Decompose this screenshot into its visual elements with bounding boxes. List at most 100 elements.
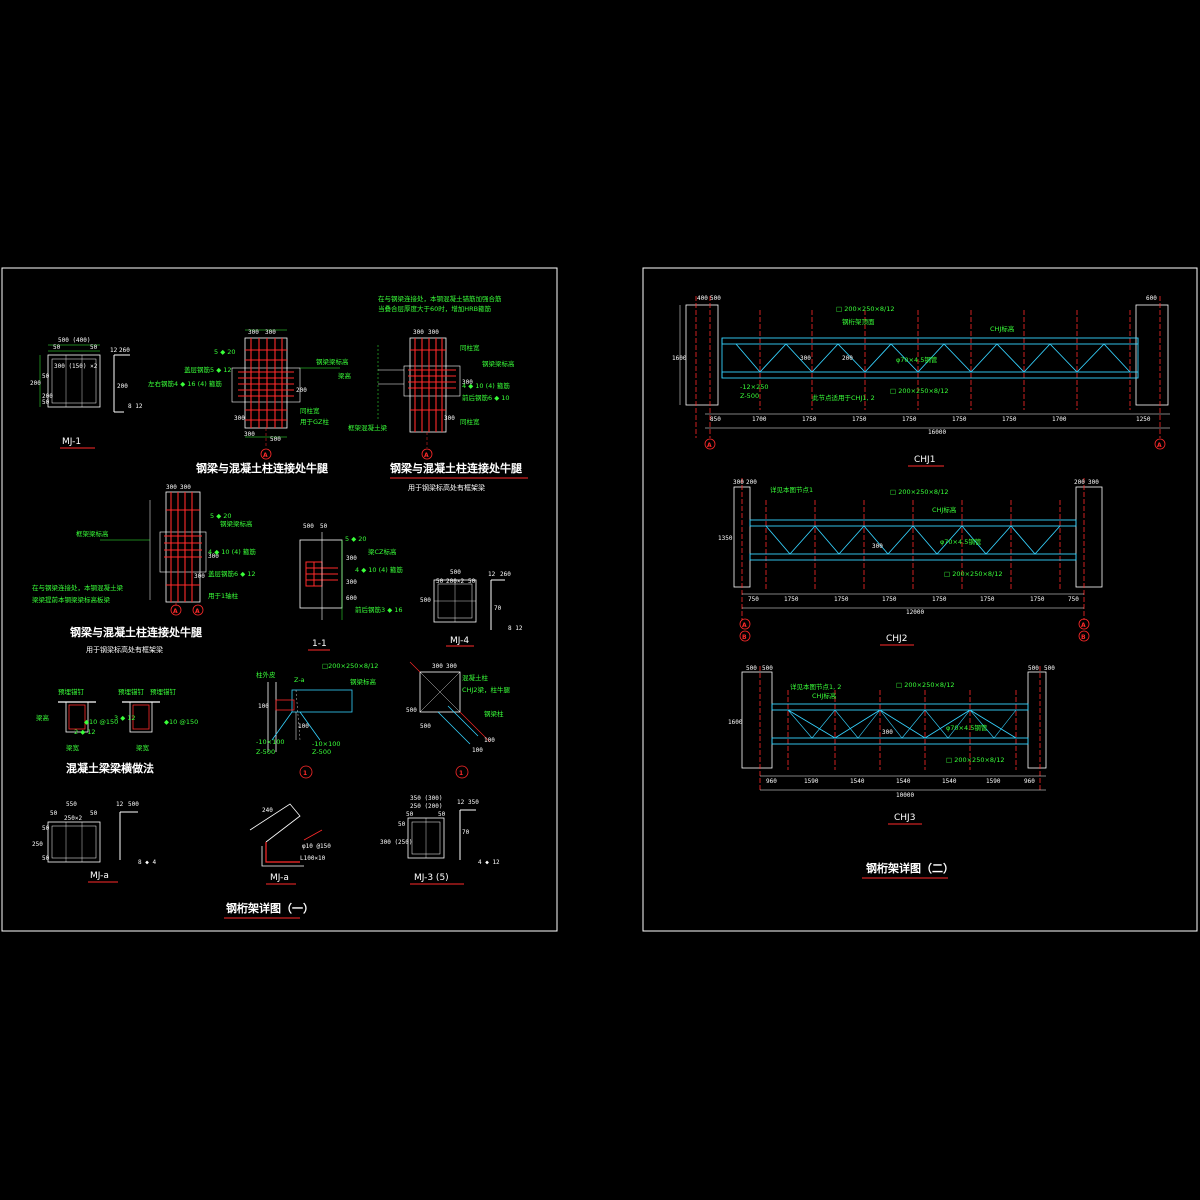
detail-mj1: 500 (400) 50 50 300 (150) ×2 12 260 200 … [30, 337, 143, 449]
bracket3-dim-1: 300 [180, 484, 191, 491]
chj2-span-0: 750 [748, 596, 759, 603]
beam-note-8: 2 ◆ 12 [74, 728, 96, 736]
section11-note-2: 4 ◆ 10 (4) 箍筋 [355, 565, 403, 574]
node1-note-0: 柱外皮 [256, 670, 276, 679]
detail-bracket-2: A 300 300 300 300 在与钢梁连接处，本钢混凝土锚筋加强合筋 当叠… [348, 294, 528, 492]
mj4-dim-6: 500 [420, 597, 431, 604]
detail-node-2: 1 混凝土柱 CHJ2梁，柱牛腿 钢梁柱 300 300 500 500 100… [406, 661, 510, 779]
mja-label: MJ-a [90, 871, 109, 881]
beam-title: 混凝土梁梁横做法 [66, 761, 154, 775]
detail-section-1-1: 500 50 300 300 600 5 ◆ 20 梁CZ标高 4 ◆ 10 (… [299, 523, 403, 651]
mja-dim-5: 500 [128, 801, 139, 808]
section11-note-1: 梁CZ标高 [368, 547, 397, 556]
node1-note-4: -10×100 [312, 740, 340, 748]
mj3-dim-7: 50 [398, 821, 406, 828]
chj1-note-4: φ70×4.5钢管 [896, 355, 938, 364]
bracket3-dim-0: 300 [166, 484, 177, 491]
chj1-top-1: 500 [710, 295, 721, 302]
mj4-dim-8: 8 12 [508, 625, 523, 632]
mj1-dim-11: 8 12 [128, 403, 143, 410]
mja-dim-6: 250 [32, 841, 43, 848]
chj2-top-3: 300 [1088, 479, 1099, 486]
mj3-dim-1: 250 (200) [410, 803, 443, 810]
bracket2-subtitle: 用于钢梁标高处有框架梁 [408, 483, 485, 492]
mja-dim-1: 50 [50, 810, 58, 817]
chj3-label: CHJ3 [894, 813, 915, 823]
chj2-note-3: φ70×4.5钢管 [940, 537, 982, 546]
bracket1-dim-4: 300 [244, 431, 255, 438]
bracket1-dim-0: 300 [248, 329, 259, 336]
mj1-dim-6: 200 [117, 383, 128, 390]
chj3-span-1: 1590 [804, 778, 819, 785]
chj3-span-4: 1540 [942, 778, 957, 785]
bracket2-note-1: 当叠合层厚度大于60时，增加HRB箍筋 [378, 304, 492, 313]
detail-mja-angle: 240 φ10 @150 L100×10 MJ-a [249, 803, 331, 885]
bracket1-title: 钢梁与混凝土柱连接处牛腿 [196, 461, 329, 475]
bracket1-note-2: 左右钢筋4 ◆ 16 (4) 箍筋 [148, 379, 222, 388]
sheet2-title: 钢桁架详图（二） [866, 861, 954, 875]
bracket3-dim-2: 300 [208, 553, 219, 560]
chj1-span-3: 1750 [852, 416, 867, 423]
mj4-dim-4: 12 [488, 571, 496, 578]
node1-label: 1 [303, 770, 307, 777]
bracket1-note-1: 盖层钢筋5 ◆ 12 [184, 365, 232, 374]
mja-dim-4: 12 [116, 801, 124, 808]
chj3-span-2: 1540 [850, 778, 865, 785]
mj4-dim-5: 260 [500, 571, 511, 578]
chj1-span-4: 1750 [902, 416, 917, 423]
bracket1-note-6: 用于GZ柱 [300, 417, 329, 426]
bracket2-note-7: 同柱宽 [460, 417, 480, 426]
bracket3-note-2: 框架梁标高 [76, 529, 109, 538]
sheet-2: A A 850 1700 1750 1750 1750 1750 1750 17… [642, 267, 1198, 932]
chj1-span-6: 1750 [1002, 416, 1017, 423]
chj2-note-0: □ 200×250×8/12 [890, 488, 949, 496]
node2-note-8: 100 [484, 737, 495, 744]
node1-note-3: Z-500 [256, 748, 275, 756]
node2-note-4: 300 [446, 663, 457, 670]
beam-note-7: ◆10 @150 [84, 718, 118, 726]
chj1-span-2: 1750 [802, 416, 817, 423]
chj1-note-9: 300 [800, 355, 811, 362]
chj1-note-5: -12×250 [740, 383, 768, 391]
mj3-label: MJ-3 (5) [414, 873, 449, 883]
truss-chj1: A A 850 1700 1750 1750 1750 1750 1750 17… [672, 295, 1170, 467]
mj3-dim-3: 50 [438, 811, 446, 818]
mja-dim-8: 50 [42, 855, 50, 862]
mja-dim-7: 50 [42, 825, 50, 832]
node1-note-9: 100 [298, 723, 309, 730]
mja2-note-1: φ10 @150 [302, 843, 331, 850]
chj2-total: 12000 [906, 609, 924, 616]
bracket3-note-0: 5 ◆ 20 [210, 512, 232, 520]
bracket3-subtitle: 用于钢梁标高处有框架梁 [86, 645, 163, 654]
chj1-note-8: 200 [842, 355, 853, 362]
chj1-axis-0: A [707, 442, 712, 449]
bracket3-note-6: 在与钢梁连接处，本钢混凝土梁 [32, 583, 124, 592]
chj1-span-7: 1700 [1052, 416, 1067, 423]
chj3-span-5: 1590 [986, 778, 1001, 785]
sheet1-title: 钢桁架详图（一） [226, 901, 314, 915]
bracket1-dim-5: 500 [270, 436, 281, 443]
bracket1-note-5: 同柱宽 [300, 406, 320, 415]
chj3-note-4: □ 200×250×8/12 [946, 756, 1005, 764]
chj3-note-2: CHJ标高 [812, 691, 837, 700]
detail-mj3: 350 (300) 250 (200) 50 50 12 350 300 (25… [380, 795, 500, 885]
bracket2-dim-0: 300 [413, 329, 424, 336]
node2-note-3: 300 [432, 663, 443, 670]
svg-text:A: A [173, 608, 178, 615]
mj3-dim-0: 350 (300) [410, 795, 443, 802]
truss-chj2: A B A B 750 1750 1750 1750 1750 1750 175… [718, 478, 1103, 646]
node1-note-6: □200×250×8/12 [322, 662, 378, 670]
mj1-dim-0: 500 (400) [58, 337, 91, 344]
mja-dim-3: 250×2 [64, 815, 82, 822]
bracket1-note-0: 5 ◆ 20 [214, 348, 236, 356]
chj1-axis-1: A [1157, 442, 1162, 449]
chj3-span-6: 960 [1024, 778, 1035, 785]
bracket3-title: 钢梁与混凝土柱连接处牛腿 [70, 625, 203, 639]
chj2-height: 1350 [718, 535, 733, 542]
chj1-note-3: □ 200×250×8/12 [890, 387, 949, 395]
chj2-label: CHJ2 [886, 634, 907, 644]
node1-note-2: -10×100 [256, 738, 284, 746]
bracket2-dim-2: 300 [462, 379, 473, 386]
chj3-note-3: φ70×4.5钢管 [946, 723, 988, 732]
